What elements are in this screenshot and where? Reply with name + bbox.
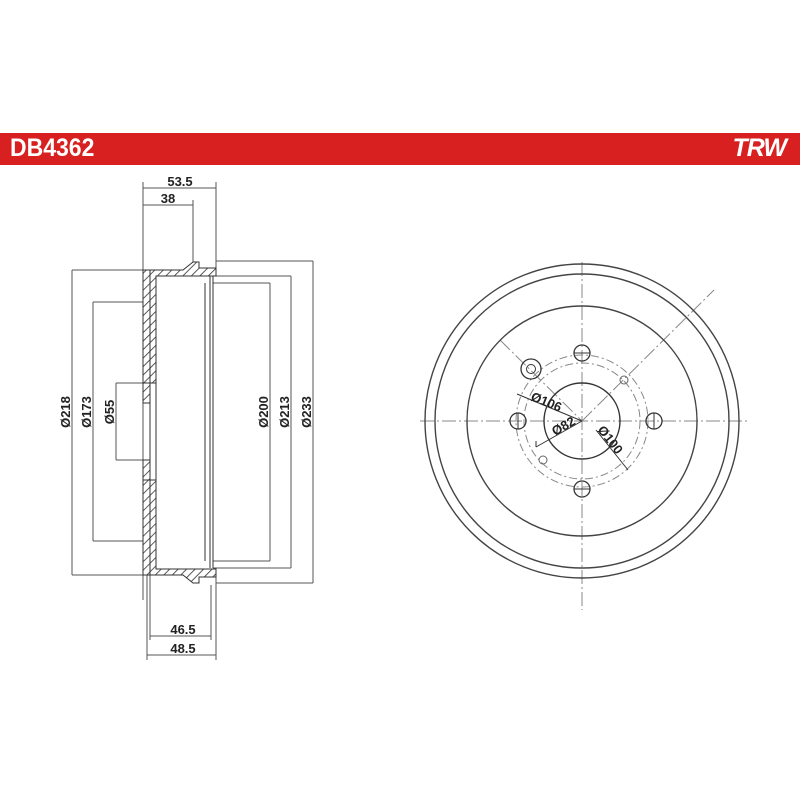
dim-dia-173: Ø173: [79, 396, 94, 428]
dim-dia-106: Ø106: [529, 389, 564, 415]
dim-dia-200: Ø200: [256, 396, 271, 428]
header-bar: DB4362 TRW: [0, 133, 800, 165]
dim-inner-bottom: 46.5: [170, 622, 195, 637]
dim-dia-213: Ø213: [277, 396, 292, 428]
trw-logo: TRW: [732, 134, 787, 162]
dim-overall-bottom: 48.5: [170, 641, 195, 656]
dim-dia-218: Ø218: [58, 396, 73, 428]
dim-inner-top: 38: [161, 191, 175, 206]
front-view: [420, 262, 750, 610]
dim-dia-100: Ø100: [595, 423, 626, 457]
dim-dia-233: Ø233: [299, 396, 314, 428]
side-view: [71, 182, 314, 660]
dim-overall-top: 53.5: [167, 174, 192, 189]
dim-dia-55: Ø55: [102, 400, 117, 425]
part-number: DB4362: [10, 134, 95, 162]
